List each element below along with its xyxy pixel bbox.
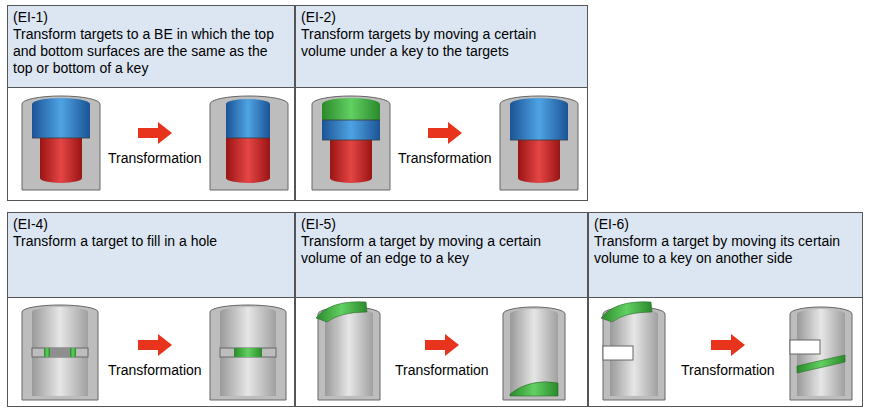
part-figure [210,96,288,190]
part-figure [503,307,565,400]
transformation-label: Transformation [395,362,489,379]
panel-description: Transform a target by moving its certain… [594,233,857,267]
transformation-label: Transformation [681,362,775,379]
panel-box: (EI-2)Transform targets by moving a cert… [295,5,588,201]
part-figure [601,302,665,400]
panel-header: (EI-1)Transform targets to a BE in which… [8,6,294,88]
panel-description: Transform a target by moving a certain v… [301,233,582,267]
panel-description: Transform targets by moving a certain vo… [301,26,582,60]
panel-id: (EI-6) [594,216,857,233]
transformation-label: Transformation [108,150,202,167]
panel-description: Transform a target to fill in a hole [13,233,289,250]
transformation-label: Transformation [398,150,492,167]
part-figure [312,96,390,190]
panel-header: (EI-2)Transform targets by moving a cert… [296,6,587,88]
panel-id: (EI-4) [13,216,289,233]
panel-header: (EI-4)Transform a target to fill in a ho… [8,213,294,298]
panel-header: (EI-6)Transform a target by moving its c… [589,213,862,298]
part-figure [790,307,852,400]
part-figure [316,302,380,400]
panel-box: (EI-1)Transform targets to a BE in which… [7,5,295,201]
panel-id: (EI-2) [301,9,582,26]
panel-id: (EI-1) [13,9,289,26]
panel-description: Transform targets to a BE in which the t… [13,26,289,77]
panel-id: (EI-5) [301,216,582,233]
part-figure [22,305,98,400]
part-figure [500,96,578,190]
part-figure [210,305,286,400]
transformation-label: Transformation [108,362,202,379]
panel-header: (EI-5)Transform a target by moving a cer… [296,213,587,298]
part-figure [22,96,100,190]
